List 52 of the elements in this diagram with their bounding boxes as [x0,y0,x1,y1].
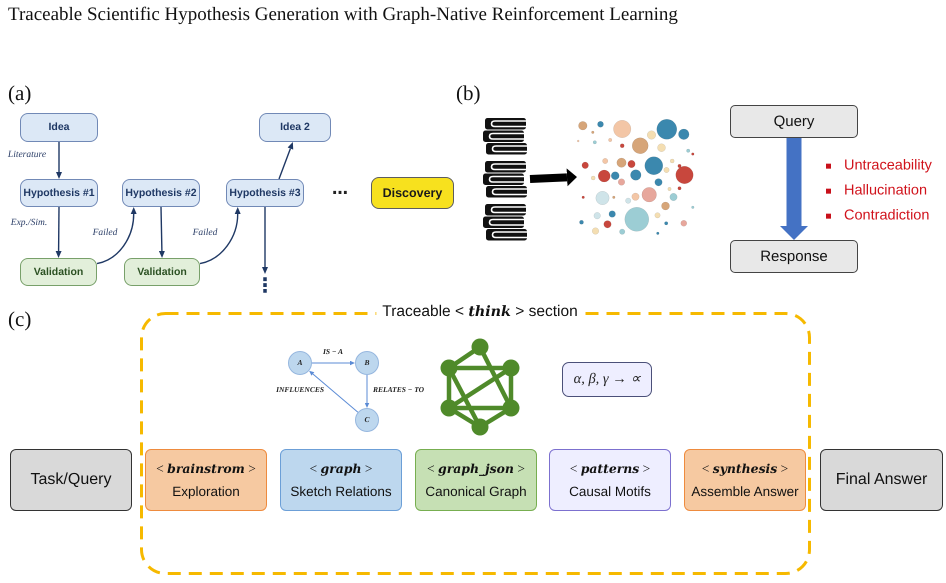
issue-label: Untraceability [844,158,932,174]
step-box [280,449,402,511]
validation-box: Validation [124,258,200,286]
tag-label: < synthesis > [702,460,788,476]
arrow [278,142,294,180]
block-arrow [780,138,808,240]
response-box: Response [730,240,858,273]
issue-label: Hallucination [844,182,928,200]
edge-label: Exp./Sim. [10,218,48,228]
curved-arrow [96,207,137,264]
step-box [145,449,267,511]
ellipsis-mark: ⋯ [332,184,348,202]
idea-box: Idea [20,113,98,142]
hypothesis-box: Hypothesis #1 [20,179,98,207]
step-label: Assemble Answer [691,484,799,500]
idea-box: Idea 2 [259,113,331,142]
discovery-box: Discovery [371,177,454,209]
arrow [262,207,268,274]
block-arrow [530,168,577,186]
step-box [549,449,671,511]
step-label: Causal Motifs [569,484,651,500]
tag-label: < brainstrom > [156,460,256,476]
query-box: Query [730,105,858,138]
bubble-cloud-illustration [577,119,695,235]
hypothesis-box: Hypothesis #2 [122,179,200,207]
task-box: Task/Query [10,449,132,511]
tag-label: < graph_json > [427,460,525,476]
answer-box: Final Answer [820,449,943,511]
tag-label: < patterns > [570,460,650,476]
panel-label: (a) [8,82,32,106]
arrow [56,207,62,258]
panel-label: (b) [456,82,480,106]
figure-title: Traceable Scientific Hypothesis Generation with Graph-Native Reinforcement Learning [8,4,678,27]
hypothesis-box: Hypothesis #3 [226,179,304,207]
edge-label: Failed [192,228,218,238]
step-label: Sketch Relations [290,484,392,500]
step-box [684,449,806,511]
step-label: Exploration [172,484,240,500]
step-label: Canonical Graph [425,484,527,500]
formula-box: α, β, γ → ∝ [562,362,652,397]
edge-label: Failed [92,228,118,238]
step-box [415,449,537,511]
issue-label: Contradiction [844,208,930,224]
panel-label: (c) [8,308,32,332]
validation-box: Validation [20,258,97,286]
arrow [56,142,62,179]
book-stacks-illustration [482,116,530,242]
ellipsis-mark: ⋮ [259,274,271,296]
edge-label: Literature [6,150,48,160]
arrow [158,206,165,258]
tag-label: < graph > [310,460,372,476]
curved-arrow [200,207,241,264]
